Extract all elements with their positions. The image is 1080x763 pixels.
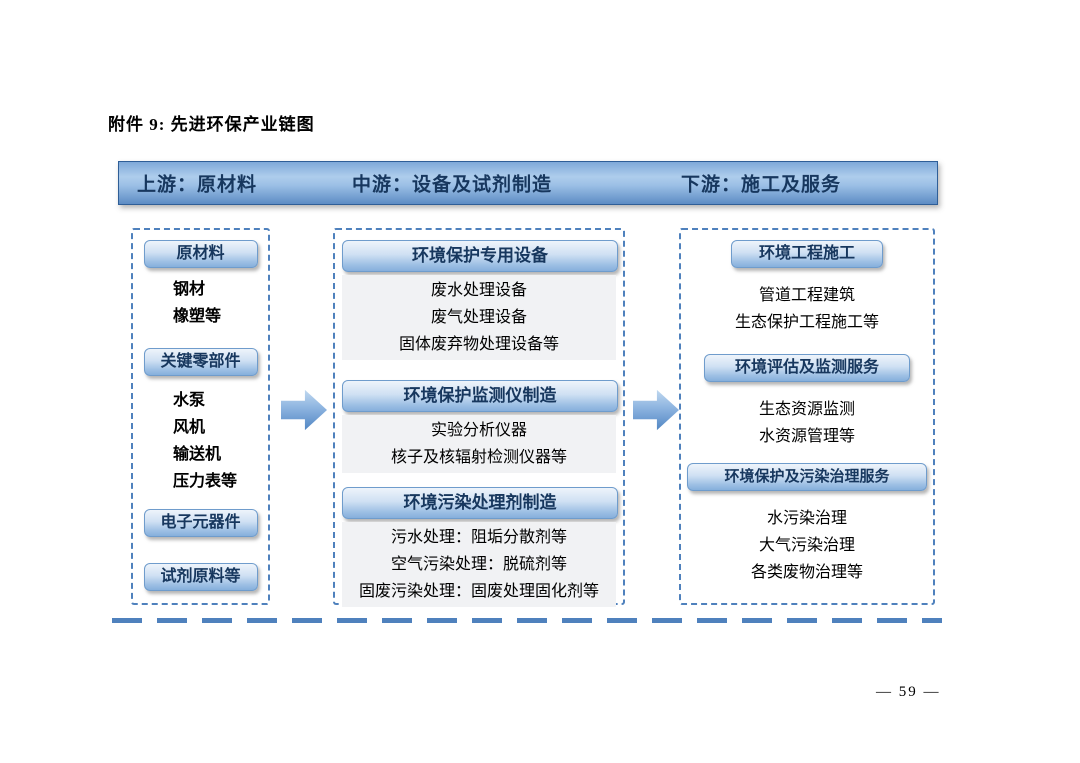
bottom-dashed-rule: [112, 618, 942, 623]
flow-arrow-upstream-to-midstream: [281, 389, 327, 431]
chain-item: 废水处理设备: [430, 282, 527, 299]
chain-item: 生态资源监测: [758, 401, 855, 418]
group-env-monitoring-instruments: 环境保护监测仪制造: [342, 380, 618, 412]
group-key-components: 关键零部件: [143, 348, 258, 376]
env-protection-equipment-items: 废水处理设备 废气处理设备 固体废弃物处理设备等: [342, 275, 616, 360]
chain-item: 输送机: [173, 446, 222, 463]
chain-item: 污水处理：阻垢分散剂等: [390, 529, 567, 546]
stage-upstream-label: 上游：原材料: [137, 174, 258, 196]
group-env-protection-pollution-control-services: 环境保护及污染治理服务: [687, 463, 927, 491]
attachment-title: 附件 9: 先进环保产业链图: [108, 115, 315, 134]
stage-downstream-label: 下游：施工及服务: [681, 174, 842, 196]
group-env-protection-equipment: 环境保护专用设备: [342, 240, 618, 272]
upstream-box: 原材料 钢材 橡塑等 关键零部件 水泵 风机 输送机 压力表等 电子元器件 试剂…: [131, 228, 270, 605]
group-electronic-components: 电子元器件: [143, 509, 258, 537]
chain-item: 管道工程建筑: [758, 287, 855, 304]
chain-item: 固废污染处理：固废处理固化剂等: [358, 583, 599, 600]
group-env-assessment-monitoring-services: 环境评估及监测服务: [704, 354, 910, 382]
midstream-box: 环境保护专用设备 废水处理设备 废气处理设备 固体废弃物处理设备等 环境保护监测…: [333, 228, 625, 607]
raw-materials-items: 钢材 橡塑等: [133, 276, 268, 330]
group-env-engineering-construction: 环境工程施工: [731, 240, 883, 268]
pollution-control-services-items: 水污染治理 大气污染治理 各类废物治理等: [681, 505, 933, 586]
chain-item: 水污染治理: [766, 510, 847, 527]
chain-item: 橡塑等: [173, 308, 222, 325]
chain-item: 固体废弃物处理设备等: [398, 336, 559, 353]
pollution-treatment-agents-items: 污水处理：阻垢分散剂等 空气污染处理：脱硫剂等 固废污染处理：固废处理固化剂等: [342, 522, 616, 607]
chain-item: 各类废物治理等: [750, 564, 863, 581]
chain-item: 风机: [173, 419, 206, 436]
chain-item: 生态保护工程施工等: [734, 314, 879, 331]
chain-item: 水泵: [173, 392, 206, 409]
env-engineering-construction-items: 管道工程建筑 生态保护工程施工等: [681, 282, 933, 336]
group-raw-materials: 原材料: [143, 240, 258, 268]
group-reagent-raw-materials: 试剂原料等: [143, 563, 258, 591]
stage-bar: 上游：原材料 中游：设备及试剂制造 下游：施工及服务: [118, 161, 938, 205]
chain-item: 废气处理设备: [430, 309, 527, 326]
flow-arrow-midstream-to-downstream: [633, 389, 679, 431]
env-monitoring-instruments-items: 实验分析仪器 核子及核辐射检测仪器等: [342, 415, 616, 473]
stage-midstream-label: 中游：设备及试剂制造: [352, 174, 553, 196]
page-number: — 59 —: [876, 684, 941, 700]
chain-item: 核子及核辐射检测仪器等: [390, 449, 567, 466]
env-assessment-monitoring-items: 生态资源监测 水资源管理等: [681, 396, 933, 450]
chain-item: 压力表等: [173, 473, 238, 490]
chain-item: 大气污染治理: [758, 537, 855, 554]
chain-item: 空气污染处理：脱硫剂等: [390, 556, 567, 573]
group-pollution-treatment-agents: 环境污染处理剂制造: [342, 487, 618, 519]
chain-item: 实验分析仪器: [430, 422, 527, 439]
key-components-items: 水泵 风机 输送机 压力表等: [133, 387, 268, 495]
chain-item: 钢材: [173, 281, 206, 298]
chain-item: 水资源管理等: [758, 428, 855, 445]
downstream-box: 环境工程施工 管道工程建筑 生态保护工程施工等 环境评估及监测服务 生态资源监测…: [679, 228, 935, 605]
